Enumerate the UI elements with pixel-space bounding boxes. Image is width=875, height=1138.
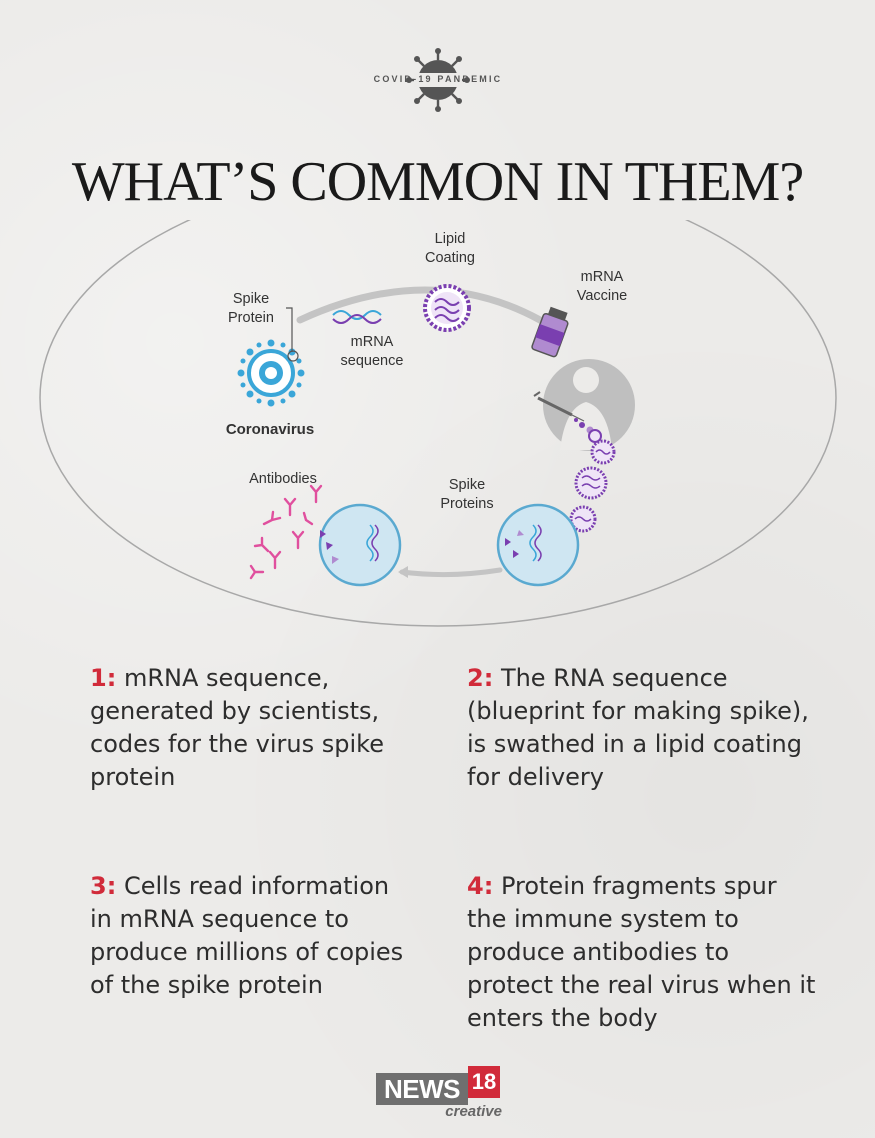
step-2: 2: The RNA sequence (blueprint for makin… [467,662,812,794]
coronavirus-icon [237,339,305,407]
antibodies-icon [249,484,323,580]
arrow-head-icon [398,566,408,578]
label-mrna-vaccine: mRNA Vaccine [560,268,644,306]
logo-number: 18 [468,1066,500,1098]
lipid-particle-small-icon [588,429,602,443]
spike-callout-circle [287,350,299,362]
lipid-particle-2-icon [574,466,608,500]
step-1-number: 1: [90,664,117,692]
label-spike-proteins: Spike Proteins [424,476,510,514]
mrna-strand-icon [332,310,382,324]
cell-right-icon [496,503,580,587]
virus-badge-icon [406,48,470,112]
step-3-number: 3: [90,872,117,900]
badge-text: COVID-19 PANDEMIC [373,74,503,84]
cycle-arc-top [296,286,544,324]
label-antibodies: Antibodies [249,471,317,487]
label-mrna-sequence: mRNA sequence [326,333,418,371]
step-2-text: The RNA sequence (blueprint for making s… [467,664,809,791]
label-spike-protein: Spike Protein [218,290,284,328]
page-title: WHAT’S COMMON IN THEM? [71,151,804,213]
step-4-text: Protein fragments spur the immune system… [467,872,816,1032]
step-3: 3: Cells read information in mRNA sequen… [90,870,408,1002]
lipid-particle-3-icon [569,505,597,533]
vaccine-vial-icon [531,306,569,358]
lipid-particle-1-icon [590,439,616,465]
lipid-coating-icon [423,284,471,332]
syringe-icon [533,391,585,422]
step-4-number: 4: [467,872,494,900]
step-1: 1: mRNA sequence, generated by scientist… [90,662,410,794]
covid-badge: COVID-19 PANDEMIC [352,40,524,120]
step-4: 4: Protein fragments spur the immune sys… [467,870,817,1035]
label-spike-protein-text: Spike Protein [228,291,274,326]
label-coronavirus: Coronavirus [225,421,315,438]
diagram-graphics [39,169,837,627]
step-3-text: Cells read information in mRNA sequence … [90,872,404,999]
label-spike-proteins-text: Spike Proteins [440,477,494,512]
label-lipid-coating: Lipid Coating [410,230,490,268]
label-lipid-coating-text: Lipid Coating [425,231,475,266]
step-1-text: mRNA sequence, generated by scientists, … [90,664,384,791]
outer-ellipse [39,169,837,627]
label-mrna-sequence-text: mRNA sequence [340,334,404,369]
news18-logo: NEWS 18 creative [376,1066,502,1122]
cell-left-icon [318,503,402,587]
spike-callout-line [286,307,293,352]
logo-news: NEWS [376,1073,468,1105]
mrna-process-diagram: Lipid Coating mRNA Vaccine Spike Protein… [0,169,875,640]
cycle-arc-bottom [399,567,503,578]
logo-sub: creative [445,1103,502,1120]
particle-trail [574,418,594,434]
label-mrna-vaccine-text: mRNA Vaccine [576,269,628,304]
step-2-number: 2: [467,664,494,692]
